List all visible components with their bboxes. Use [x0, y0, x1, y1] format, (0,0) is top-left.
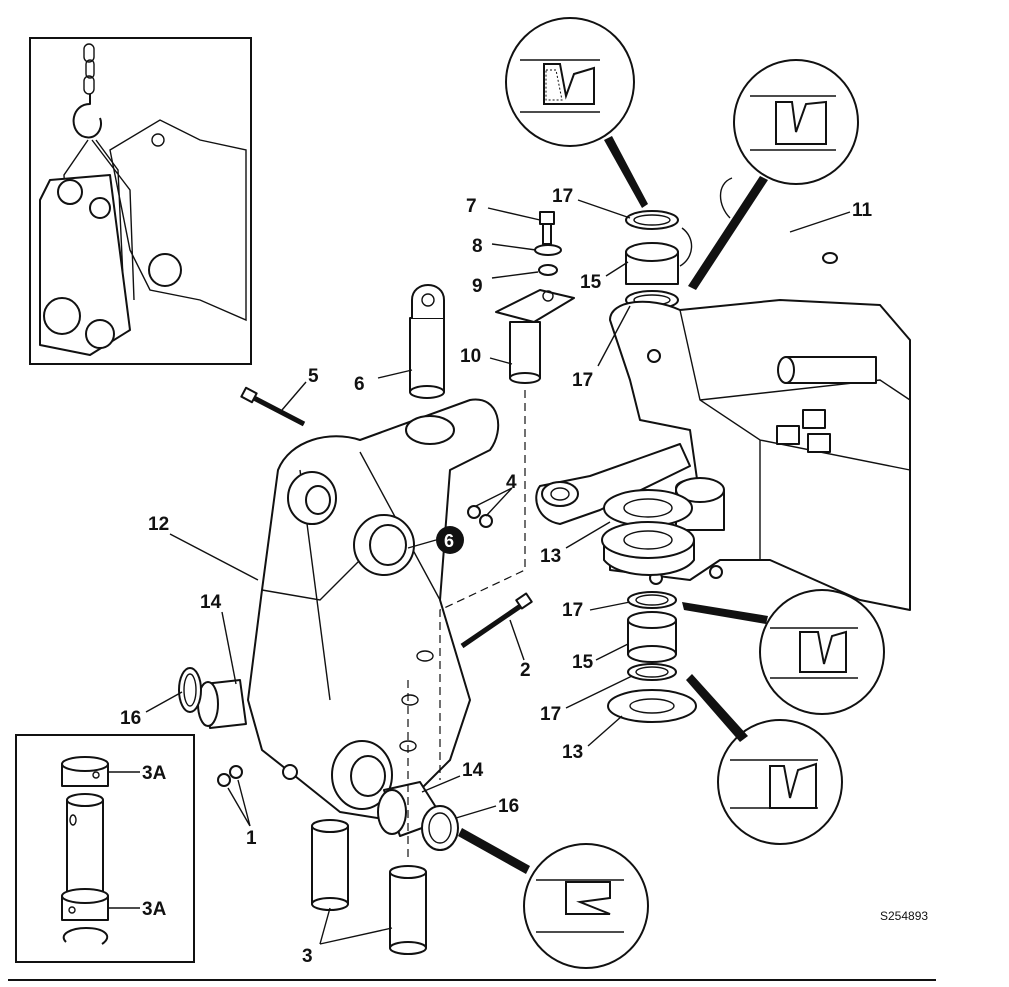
callout-16-left: 16 — [120, 708, 141, 729]
callout-3a-top: 3A — [142, 763, 167, 784]
callout-13-lower: 13 — [562, 742, 583, 763]
callout-11: 11 — [852, 200, 873, 221]
callout-6-badge: 6 — [444, 531, 454, 551]
thrust-washer-13-upper — [601, 489, 695, 576]
seal-detail-mid-right — [682, 589, 885, 715]
callout-17-mid: 17 — [572, 370, 593, 391]
bush-14-left — [197, 679, 247, 729]
callout-14-left: 14 — [200, 592, 222, 613]
seal-16-left — [178, 667, 202, 713]
washer-9 — [538, 264, 558, 276]
figure-reference: S254893 — [880, 909, 928, 923]
pin-10 — [495, 289, 575, 384]
kingpost-casting-sketch — [109, 119, 247, 322]
callout-9: 9 — [472, 276, 483, 297]
lower-bearing-stack — [607, 591, 697, 723]
lifting-inset — [29, 37, 252, 365]
kingpost-arm: 6 — [247, 398, 500, 821]
callout-4: 4 — [506, 472, 517, 493]
callout-17-low2: 17 — [540, 704, 561, 725]
callout-16-right: 16 — [498, 796, 519, 817]
callout-15-upper: 15 — [580, 272, 602, 293]
washer-8 — [534, 244, 562, 256]
nuts-4 — [467, 505, 493, 528]
callout-1: 1 — [246, 828, 257, 849]
callout-6-badge-circle — [436, 526, 464, 554]
callout-17-top: 17 — [552, 186, 573, 207]
lifting-hook-icon — [72, 94, 102, 139]
thrust-washer-13-lower — [607, 689, 697, 723]
upper-bearing-stack — [625, 210, 679, 310]
lower-collar — [61, 888, 109, 921]
callout-3a-bottom: 3A — [142, 899, 167, 920]
upper-collar — [61, 756, 109, 787]
callout-labels: 5 6 7 8 9 10 17 15 17 11 4 12 14 16 1 2 … — [120, 186, 873, 967]
circlip-icon — [62, 927, 109, 945]
pivot-pin — [66, 793, 104, 897]
seal-detail-bottom — [458, 828, 649, 969]
callout-6: 6 — [354, 374, 365, 395]
callout-2: 2 — [520, 660, 531, 681]
pins-3 — [311, 819, 427, 955]
nuts-1 — [217, 765, 243, 787]
callout-14-right: 14 — [462, 760, 484, 781]
callout-17-low1: 17 — [562, 600, 583, 621]
link-arm — [535, 443, 725, 531]
bolt-2 — [460, 592, 533, 649]
seal-17-top — [625, 210, 679, 230]
chain-icon — [83, 43, 95, 95]
callout-8: 8 — [472, 236, 483, 257]
seal-detail-lower-right — [686, 674, 843, 845]
callout-7: 7 — [466, 196, 477, 217]
callout-15-lower: 15 — [572, 652, 594, 673]
callout-5: 5 — [308, 366, 319, 387]
callout-3: 3 — [302, 946, 313, 967]
seal-16-right — [421, 805, 459, 851]
lifting-eye-pin-6 — [409, 284, 445, 399]
bolt-5 — [240, 386, 306, 427]
seal-detail-top-right — [688, 59, 859, 290]
bolt-7 — [539, 211, 555, 245]
pin-collar-inset: 3A 3A — [15, 734, 195, 963]
callout-12: 12 — [148, 514, 169, 535]
grease-nipple — [282, 764, 298, 780]
callout-13-upper: 13 — [540, 546, 561, 567]
leader-lines — [145, 199, 851, 945]
seal-detail-top-left — [505, 17, 648, 208]
callout-10: 10 — [460, 346, 481, 367]
